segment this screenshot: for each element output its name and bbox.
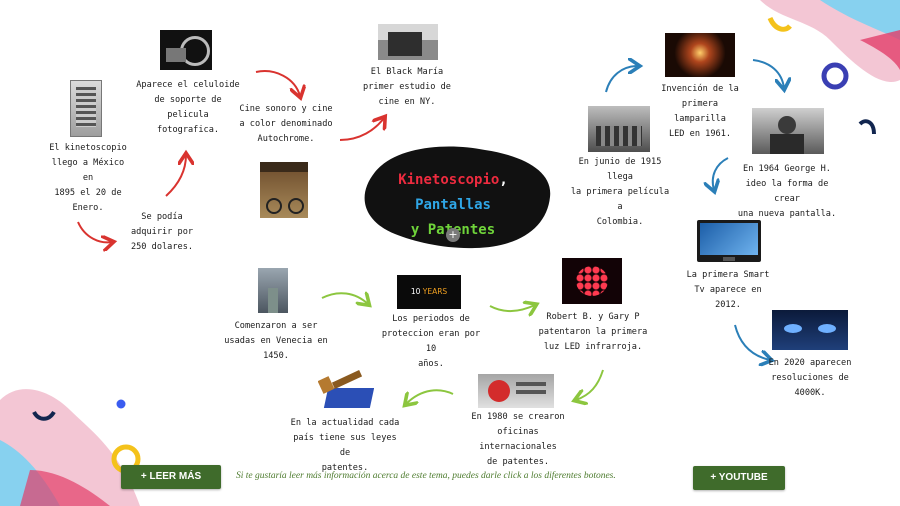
ten-years-badge: 10 YEARS [397, 275, 461, 309]
note-precio: Se podía adquirir por 250 dolares. [130, 212, 194, 252]
note-lamparilla: Invención de la primera lamparilla LED e… [661, 84, 739, 139]
venice-canal-image [258, 268, 288, 313]
black-maria-studio-image [378, 24, 438, 60]
title-y: y [410, 222, 420, 238]
title-blob [364, 146, 551, 249]
note-cine-sonoro: Cine sonoro y cine a color denominado Au… [239, 104, 333, 144]
title-kinetoscopio: Kinetoscopio [398, 172, 500, 188]
note-venecia: Comenzaron a ser usadas en Venecia en 14… [224, 321, 328, 361]
footer-note: Si te gustaría leer más información acer… [236, 471, 616, 481]
note-smart-tv: La primera Smart Tv aparece en 2012. [686, 270, 770, 310]
main-title: Kinetoscopio, Pantallas y Patentes [398, 172, 508, 238]
infrared-led-image [562, 258, 622, 304]
note-oficinas: En 1980 se crearon oficinas internaciona… [471, 412, 565, 467]
resolution-eyes-image [772, 310, 848, 350]
center-plus-button[interactable]: + [446, 228, 460, 242]
autochrome-car-image [260, 162, 308, 218]
note-led-infrarroja: Robert B. y Gary P patentaron la primera… [538, 312, 648, 352]
george-heilmeier-image [752, 108, 824, 154]
title-pantallas: Pantallas [415, 197, 491, 213]
note-george: En 1964 George H. ideo la forma de crear… [737, 164, 837, 219]
kinetoscope-image [70, 80, 102, 137]
note-resoluciones: En 2020 aparecen resoluciones de 4000K. [768, 358, 852, 398]
note-primera-pelicula: En junio de 1915 llega la primera pelícu… [570, 157, 670, 227]
celluloid-film-image [160, 30, 212, 70]
first-film-colombia-image [588, 106, 650, 152]
plus-circle-icon: + [448, 228, 458, 241]
gavel-law-book-image [318, 366, 374, 412]
title-patentes: Patentes [427, 222, 496, 238]
leer-mas-button[interactable]: + LEER MÁS [121, 465, 221, 489]
note-leyes: En la actualidad cada país tiene sus ley… [290, 418, 400, 473]
led-lamp-image [665, 33, 735, 77]
note-protecion: Los periodos de proteccion eran por 10 a… [381, 314, 481, 369]
smart-tv-image [697, 220, 761, 262]
note-black-maria: El Black María primer estudio de cine en… [363, 67, 451, 107]
note-celuloide: Aparece el celuloide de soporte de pelic… [136, 80, 240, 135]
note-kinetoscopio-mexico: El kinetoscopio llego a México en 1895 e… [49, 143, 127, 213]
patent-office-image [478, 374, 554, 408]
youtube-button[interactable]: + YOUTUBE [693, 466, 785, 490]
